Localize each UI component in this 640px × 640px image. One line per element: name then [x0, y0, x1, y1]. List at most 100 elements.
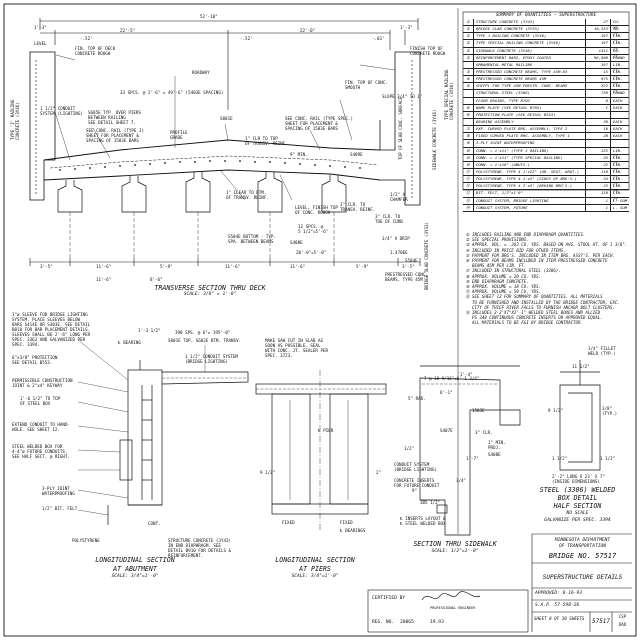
quantity-item: PRESTRESSED CONCRETE BEAMS, TYPE 45M-63	[476, 68, 568, 74]
quantity-item: NAME PLATE (SEE DETAIL B703)	[476, 104, 542, 110]
type-spec-rail-label: TYPE SPECIAL RAILING CONCRETE (3Y46)	[444, 69, 454, 120]
quantity-unit: L. SUM	[610, 197, 629, 204]
quantity-value: 27	[585, 19, 610, 26]
quantity-item: SIDEWALK CONCRETE (3Y46)	[476, 47, 533, 53]
note-text: SEE SHEET 12 FOR SUMMARY OF QUANTITIES. …	[472, 294, 620, 310]
note-text: APPROX. VOLUME = 50 CU. YDS.	[472, 289, 542, 295]
saw-cut-note: MAKE SAW CUT IN SLAB AS SOON AS POSSIBLE…	[265, 338, 329, 358]
quantity-unit: POUND	[610, 90, 629, 97]
quantity-unit: LIN. FT.	[610, 161, 629, 173]
quantity-value	[585, 140, 610, 147]
sw-conduit: CONDUIT SYSTEM (BRIDGE LIGHTING)	[394, 462, 437, 472]
pier-dim: 9 1/2"	[260, 470, 276, 475]
quantity-note: ④	[463, 76, 474, 83]
s801e-label: S801E	[220, 116, 233, 121]
quantity-unit: POUND	[610, 54, 629, 61]
quantity-value: 197	[585, 61, 610, 68]
quantity-note: ②	[463, 47, 474, 54]
note-number: ⑫	[465, 294, 470, 300]
note-number: ②	[465, 237, 470, 243]
quantity-item: BEARING ASSEMBLY	[476, 118, 514, 124]
bridge-number: BRIDGE NO. 57517	[548, 552, 617, 560]
bridge-slab-label: BRIDGE SLAB CONCRETE (3Y33)	[424, 221, 429, 290]
approved-date: APPROVED: 8-16-93	[535, 591, 583, 596]
note-number: ⑨	[465, 278, 470, 284]
quantity-item: REINFORCEMENT BARS, EPOXY COATED	[476, 54, 551, 60]
sheet-number: SHEET 8 OF 30 SHEETS	[534, 616, 585, 621]
fin-top-sidewalk: FIN. TOP OF CONC. SMOOTH	[345, 80, 388, 90]
conduit-label: 1 1/2" CONDUIT SYSTEM (LIGHTING)	[40, 106, 83, 116]
quantity-note: ①	[463, 19, 474, 26]
reg-label: REG. NO.	[372, 620, 395, 625]
quantity-value: 6	[585, 97, 610, 104]
quantity-note: ②	[463, 40, 474, 47]
quantity-note: ⑫	[463, 190, 474, 197]
sw-min: 1" MIN. PROJ.	[488, 440, 506, 450]
quantity-item: CONN. = 1'x11" (TYPE SPECIAL RAILING)	[476, 154, 563, 160]
quantity-unit: CU. YD.	[610, 19, 629, 30]
note-number: ⑧	[465, 273, 470, 279]
quantity-value: 25	[585, 154, 610, 161]
sw-s503e: 1503E	[472, 408, 485, 413]
sw-dim6: 6'-1"	[440, 390, 453, 395]
sw-future: CONCRETE INSERTS FOR FUTURE CONDUIT	[394, 478, 440, 488]
quantity-item: FLOOR DRAINS, TYPE B702	[476, 97, 530, 103]
quantity-note	[463, 61, 474, 68]
quantity-unit: LIN. FT.	[610, 68, 629, 80]
abutment-caption-2: AT ABUTMENT	[113, 565, 157, 573]
sheet-title: SUPERSTRUCTURE DETAILS	[542, 574, 623, 581]
quantity-unit	[610, 140, 629, 147]
quantity-value: 98,900	[585, 54, 610, 61]
quantity-value: 197	[585, 33, 610, 40]
quantity-note: ②	[463, 54, 474, 61]
sw-dim-3-4: 3/4"	[456, 478, 467, 483]
abutment-caption: LONGITUDINAL SECTION	[95, 556, 175, 564]
quantity-unit: EACH	[610, 97, 629, 104]
bearing-note: ℄ BEARING	[118, 340, 141, 345]
quantity-note	[463, 118, 474, 126]
sw-dim9: 9"	[412, 488, 418, 493]
type-j-label: TYPE 'J' RAILING CONCRETE (3Y46)	[10, 99, 20, 140]
quantity-value: 1	[585, 104, 610, 111]
clr-toe-note: 3" CLR. TO TOE OF CURB	[375, 214, 403, 224]
dim-1-3-right: 1'-3"	[400, 25, 413, 30]
quantity-value: 110	[585, 190, 610, 197]
box-fillet: 1/4" FILLET WELD (TYP.)	[588, 346, 616, 356]
sw-inserts: ℄ INSERTS LAYOUT & ℄ STEEL WELDED BOX	[400, 516, 446, 526]
s504e-right: S504E	[405, 258, 418, 263]
signature	[421, 591, 481, 601]
quantity-item: TYPE J RAILING CONCRETE (3Y46)	[476, 33, 547, 39]
quantity-unit: EACH	[610, 133, 629, 140]
quantity-value: 25	[585, 183, 610, 190]
quantity-item: STRUCTURE CONCRETE (3Y43)	[476, 19, 535, 24]
b706-label: 1.4706E	[390, 250, 408, 255]
slope-label: SLOPE 3/4" TO 1'	[382, 94, 423, 99]
quantity-value: 730	[585, 90, 610, 97]
conduit-abut-note: 1 1/2" CONDUIT SYSTEM (BRIDGE LIGHTING)	[185, 354, 238, 364]
bot-dim-1: 3'-5"	[40, 264, 53, 269]
quantity-note	[463, 97, 474, 104]
quantity-unit: SQ. FT.	[610, 47, 629, 59]
engineer-label: PROFESSIONAL ENGINEER	[430, 606, 476, 610]
dim-11-6: 11'-6"	[96, 277, 112, 282]
quantity-item: STRUCTURAL STEEL (3306)	[476, 90, 530, 96]
roadway-label: ROADWAY	[192, 70, 210, 75]
note-number: ⑪	[465, 289, 470, 295]
clear-btm-note: 1" CLEAR TO BTM. OF TRANSV. REINF.	[226, 190, 269, 200]
quantity-note: ①	[463, 26, 474, 33]
quantities-table: SUMMARY OF QUANTITIES — SUPERSTRUCTURE ①…	[463, 12, 629, 212]
quantity-unit: EACH	[610, 126, 629, 133]
agency-line-1: MINNESOTA DEPARTMENT	[554, 538, 611, 543]
box-caption-3: HALF SECTION	[553, 502, 602, 510]
